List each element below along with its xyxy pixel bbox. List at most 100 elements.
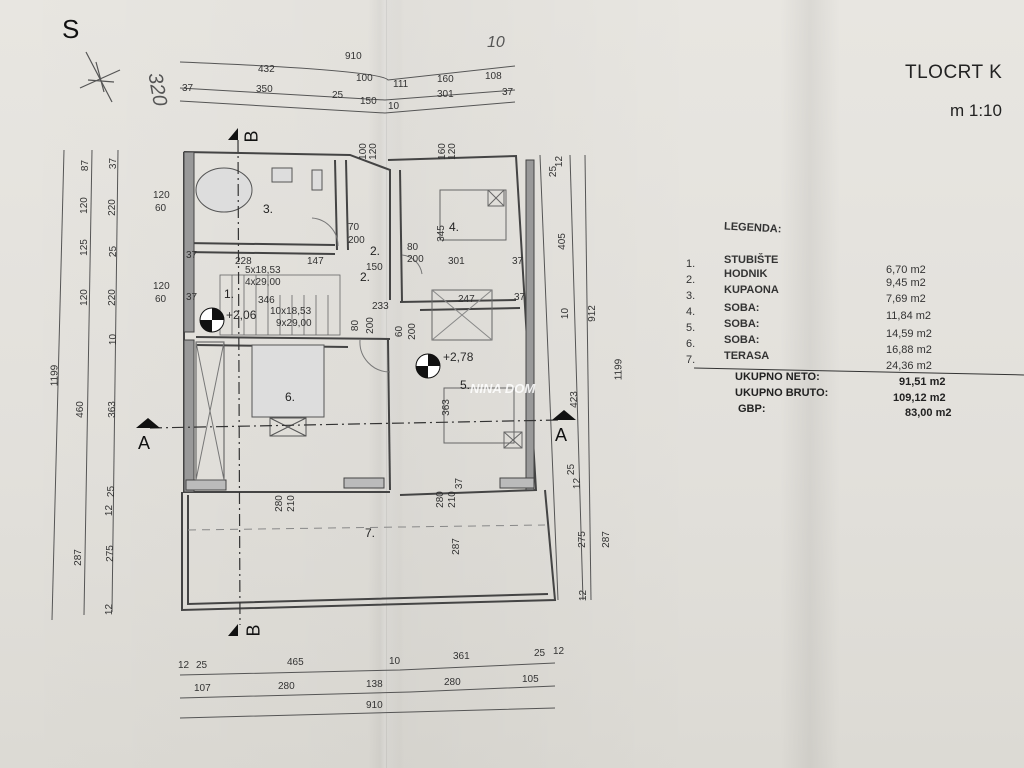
dimension: 287 [72, 549, 84, 566]
dimension: 220 [106, 289, 118, 306]
legend-num: 7. [686, 354, 696, 366]
total-label: UKUPNO BRUTO: [735, 387, 829, 399]
window-dimension: 120 [153, 190, 170, 201]
legend-num: 1. [686, 258, 696, 270]
dimension: 147 [307, 256, 324, 267]
door-dimension: 80 [407, 242, 419, 253]
dimension: 10 [388, 101, 400, 112]
legend-label: SOBA: [724, 318, 760, 330]
level-hall: +2,78 [443, 350, 474, 364]
dimension: 12 [178, 660, 190, 671]
dimension: 25 [548, 165, 560, 178]
stair-spec: 5x18,53 [245, 265, 281, 276]
door-dimension: 200 [348, 235, 365, 246]
dimension: 120 [78, 289, 90, 306]
dimension: 25 [566, 463, 578, 476]
dimension: 287 [600, 531, 612, 548]
dimension: 423 [568, 391, 580, 408]
room-label-bathroom: 3. [263, 202, 274, 216]
dimension: 25 [108, 245, 120, 258]
dimension: 12 [104, 504, 116, 517]
legend-label: KUPAONA [724, 284, 779, 296]
stair-spec: 10x18,53 [270, 306, 312, 317]
dimension: 37 [108, 157, 120, 170]
legend-label: HODNIK [724, 268, 768, 280]
dimension: 25 [196, 660, 208, 671]
total-label: UKUPNO NETO: [735, 371, 820, 383]
level-stairs: +2,06 [226, 308, 257, 322]
dimension: 87 [80, 159, 92, 172]
room-label-hall: 2. [370, 244, 381, 258]
handwritten-note: 10 [487, 34, 505, 51]
dimension: 301 [448, 256, 465, 267]
total-area: 83,00 m2 [905, 407, 952, 419]
total-area: 91,51 m2 [899, 376, 946, 388]
dimension: 37 [182, 83, 194, 94]
dimension: 37 [186, 250, 198, 261]
dimension: 37 [186, 292, 198, 303]
dimension: 275 [576, 531, 588, 548]
legend-area: 16,88 m2 [886, 344, 932, 356]
dimension: 138 [366, 679, 383, 690]
door-dimension: 200 [364, 317, 376, 334]
dimension: 108 [485, 71, 502, 82]
dimension: 12 [572, 477, 584, 490]
dimension: 363 [106, 401, 118, 418]
drawing-title: TLOCRT K [905, 62, 1003, 83]
room-label-room5: 5. [460, 378, 471, 392]
legend-area: 24,36 m2 [886, 360, 932, 372]
dimension: 220 [106, 199, 118, 216]
dimension: 345 [435, 225, 447, 242]
legend-area: 7,69 m2 [886, 293, 926, 305]
legend-area: 14,59 m2 [886, 328, 932, 340]
door-dimension: 280 [273, 495, 285, 512]
dimension: 120 [446, 143, 458, 160]
watermark: NINA DOM [470, 381, 536, 396]
door-dimension: 200 [407, 254, 424, 265]
dimension: 25 [534, 648, 546, 659]
paper-fold [780, 0, 840, 768]
dimension: 25 [106, 485, 118, 498]
door-dimension: 210 [446, 491, 458, 508]
dimension: 363 [440, 399, 452, 416]
dimension: 1199 [49, 364, 61, 387]
dimension: 228 [235, 256, 252, 267]
paper-fold [368, 0, 404, 768]
door-dimension: 200 [406, 323, 418, 340]
room-label-room4: 4. [449, 220, 460, 234]
dimension: 120 [78, 197, 90, 214]
door-dimension: 80 [350, 319, 362, 332]
window-dimension: 120 [153, 281, 170, 292]
legend-num: 4. [686, 306, 696, 318]
legend-label: SOBA: [724, 302, 760, 314]
dimension: 912 [586, 305, 598, 322]
dimension: 275 [104, 545, 116, 562]
door-dimension: 280 [434, 491, 446, 508]
dimension: 37 [454, 477, 466, 490]
section-a-left: A [138, 433, 151, 453]
room-label-stairs: 1. [224, 287, 235, 301]
section-b-top: B [241, 130, 262, 143]
dimension: 12 [578, 589, 590, 602]
door-dimension: 70 [348, 222, 360, 233]
dimension: 111 [393, 79, 409, 90]
window-dimension: 60 [155, 203, 167, 214]
dimension: 12 [104, 603, 116, 616]
dimension: 247 [458, 294, 475, 305]
legend-area: 9,45 m2 [886, 277, 926, 289]
legend-num: 6. [686, 338, 696, 350]
dimension: 125 [78, 239, 90, 256]
dimension: 100 [356, 73, 373, 84]
legend-num: 3. [686, 290, 696, 302]
dimension: 150 [360, 96, 377, 107]
section-b-bottom: B [243, 624, 264, 637]
dimension: 10 [389, 656, 401, 667]
dimension: 405 [556, 233, 568, 250]
dimension: 150 [366, 262, 383, 273]
paper-fold-line [386, 0, 387, 768]
legend-label: STUBIŠTE [724, 254, 779, 266]
dimension: 361 [453, 651, 470, 662]
stair-width: 346 [258, 295, 275, 306]
stair-spec: 4x29,00 [245, 277, 281, 288]
